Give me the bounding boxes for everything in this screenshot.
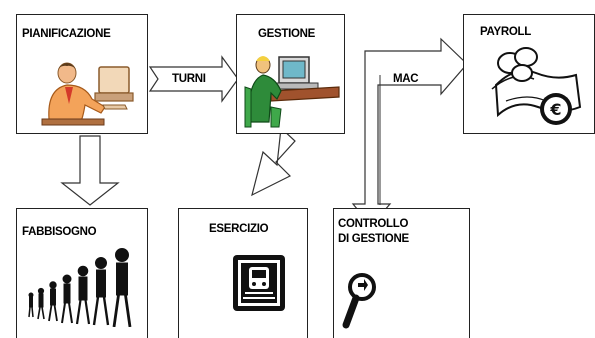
arrow-gestione-to-esercizio — [251, 126, 296, 197]
train-sign-icon — [233, 255, 285, 311]
mac-arrow-label: MAC — [393, 73, 419, 85]
turni-arrow-label: TURNI — [172, 73, 206, 85]
box-payroll: PAYROLL € — [463, 14, 595, 134]
box-title: PAYROLL — [480, 26, 531, 38]
svg-text:€: € — [549, 100, 561, 119]
arrow-pianificazione-to-fabbisogno — [60, 135, 120, 206]
people-growing-icon — [28, 248, 132, 327]
money-coins-euro-icon: € — [491, 47, 582, 125]
box-pianificazione: PIANIFICAZIONE — [16, 14, 148, 134]
box-title: PIANIFICAZIONE — [22, 28, 111, 40]
arrow-turni — [148, 55, 239, 103]
person-at-computer-icon — [41, 62, 134, 126]
box-title: GESTIONE — [258, 28, 316, 40]
connector-arrows — [60, 37, 468, 227]
box-title: CONTROLLO DI GESTIONE — [338, 218, 409, 245]
box-esercizio: ESERCIZIO — [178, 208, 308, 338]
arrow-mac — [351, 37, 468, 227]
magnifying-glass-icon — [342, 273, 376, 329]
box-gestione: GESTIONE — [236, 14, 345, 134]
worker-at-computer-icon — [244, 56, 340, 128]
box-title: FABBISOGNO — [22, 226, 97, 238]
box-fabbisogno: FABBISOGNO — [16, 208, 148, 338]
box-title: ESERCIZIO — [209, 223, 269, 235]
box-controllo-di-gestione: CONTROLLO DI GESTIONE — [333, 208, 470, 338]
